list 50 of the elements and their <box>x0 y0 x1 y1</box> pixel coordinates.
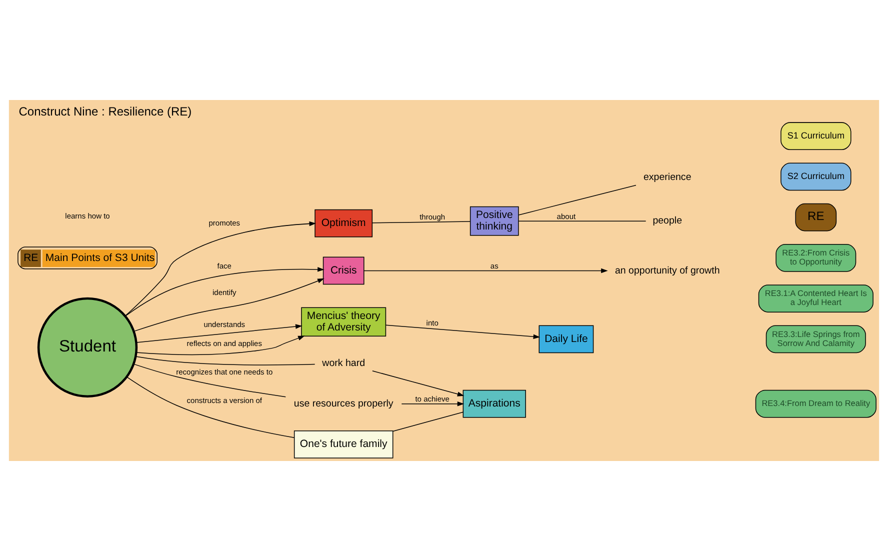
node-box: RE3.3:Life Springs from Sorrow And Calamity <box>766 324 866 353</box>
edge-label: understands <box>204 320 246 329</box>
connector <box>133 363 286 397</box>
edge-label: into <box>426 318 438 328</box>
arrow <box>124 220 316 316</box>
edge-label: identify <box>212 287 236 296</box>
arrow <box>386 324 540 339</box>
connector <box>372 220 470 223</box>
node-box: S2 Curriculum <box>780 162 852 190</box>
connector <box>518 184 636 215</box>
arrow <box>401 400 464 406</box>
edge-label: to achieve <box>415 394 450 404</box>
edge-label: recognizes that one needs to <box>176 367 273 376</box>
node-box: RE <box>795 202 837 231</box>
node-text: experience <box>643 172 692 183</box>
edge-label: through <box>420 212 446 222</box>
diagram-title: Construct Nine : Resilience (RE) <box>18 104 192 118</box>
edge-label: as <box>490 260 498 270</box>
node-text: people <box>652 215 682 226</box>
node-box: Crisis <box>322 256 364 284</box>
connector <box>135 356 316 365</box>
arrow <box>133 278 324 332</box>
edge-label: constructs a version of <box>186 396 262 405</box>
connector <box>518 220 646 221</box>
node-box: Mencius' theory of Adversity <box>301 306 386 336</box>
arrow <box>124 266 324 316</box>
arrow <box>136 324 302 342</box>
arrow <box>136 335 305 355</box>
node-box: Aspirations <box>462 389 526 418</box>
node-box: One's future family <box>294 430 394 458</box>
arrow <box>364 268 608 273</box>
node-text: work hard <box>322 357 366 368</box>
label: learns how to <box>65 210 110 220</box>
node-text: use resources properly <box>294 398 394 409</box>
node-text: an opportunity of growth <box>614 264 720 276</box>
edge-label: face <box>217 260 232 270</box>
connector <box>126 376 295 438</box>
node-box: Positive thinking <box>470 206 519 236</box>
node-box: S1 Curriculum <box>780 122 852 150</box>
node-box: Optimism <box>314 208 373 237</box>
edge-label: about <box>556 211 576 220</box>
edge-label: promotes <box>208 218 240 228</box>
node-box: RE3.4:From Dream to Reality <box>755 389 876 418</box>
edge-label: reflects on and applies <box>186 338 262 348</box>
node-box: Daily Life <box>538 324 594 353</box>
arrow <box>372 370 464 396</box>
connector <box>392 411 464 432</box>
node-box: RE3.1:A Contented Heart Is a Joyful Heart <box>758 284 874 312</box>
node-circle: Student <box>37 296 138 398</box>
node-box: RE3.2:From Crisis to Opportunity <box>776 244 856 272</box>
